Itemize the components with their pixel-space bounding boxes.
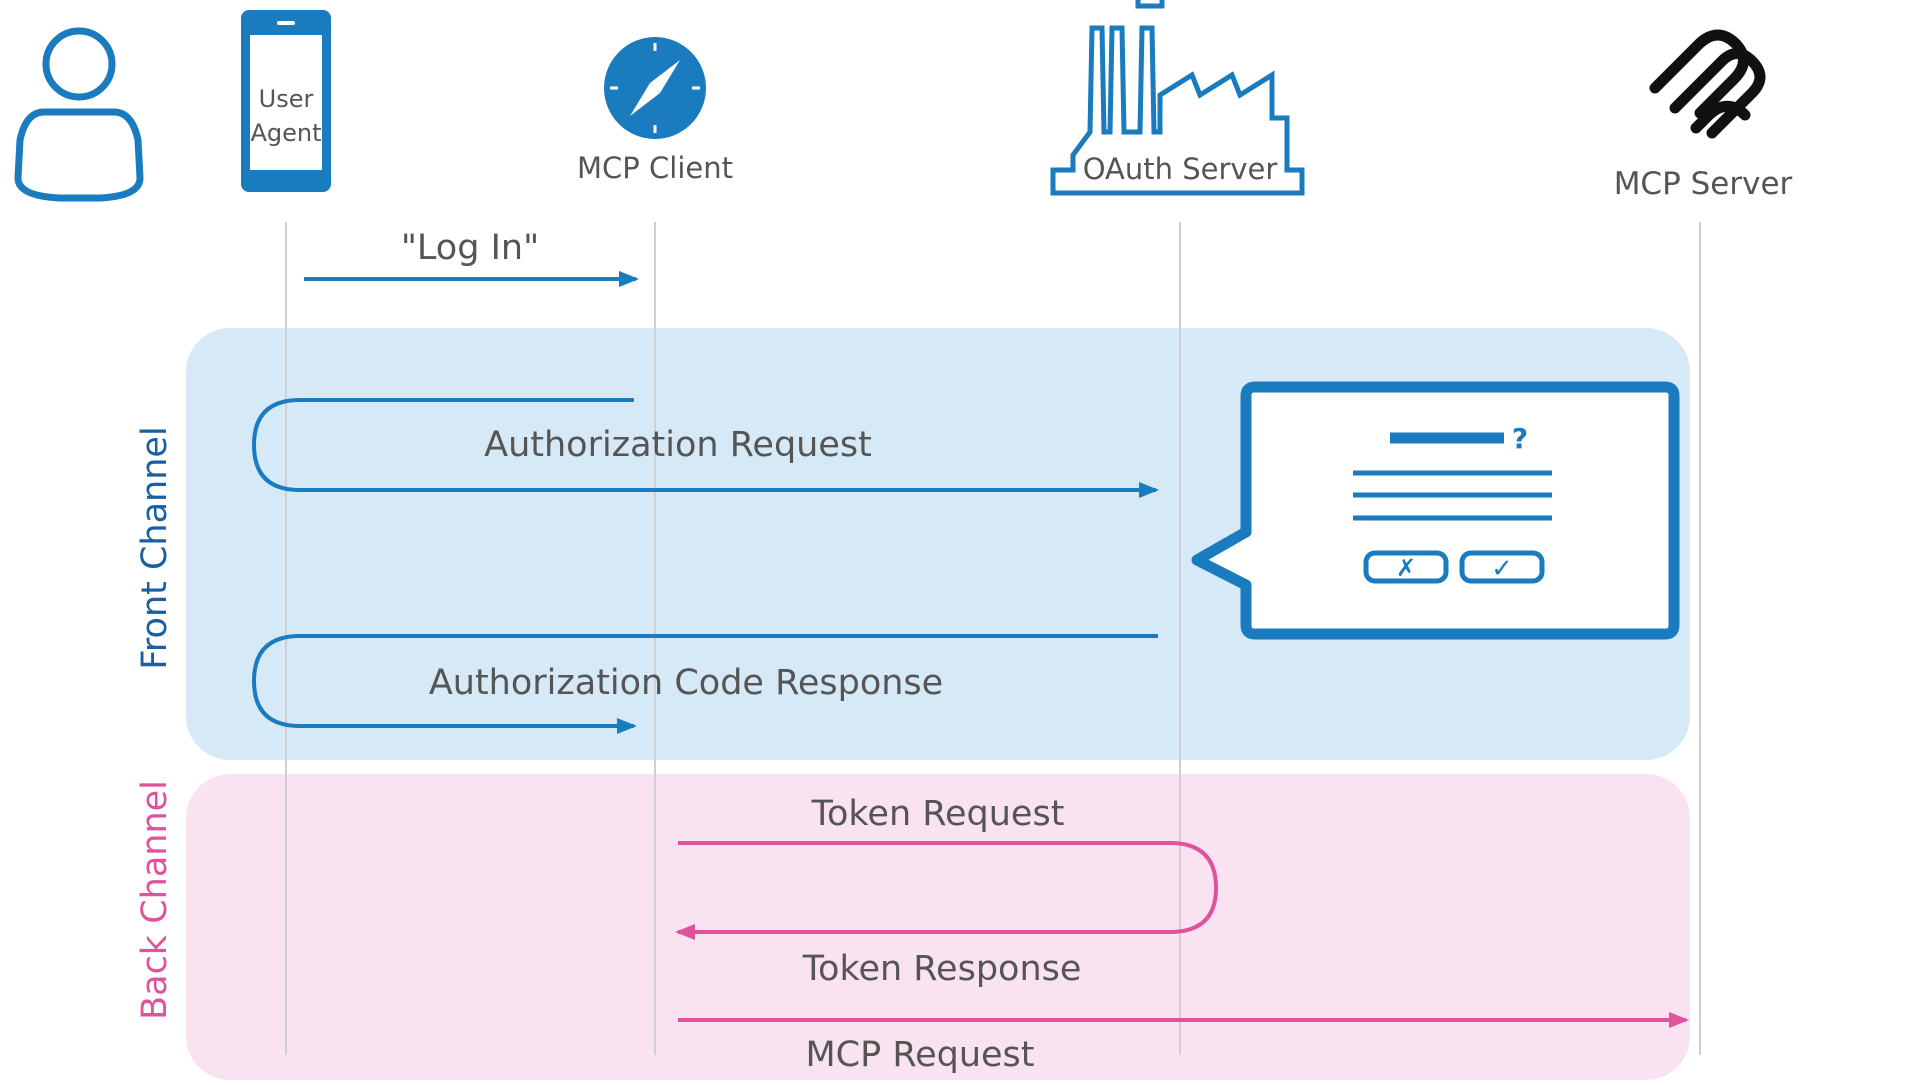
- mcp-logo-icon: [1649, 29, 1766, 139]
- back-channel-label: Back Channel: [135, 780, 175, 1020]
- person-icon: [14, 27, 144, 202]
- front-channel-label: Front Channel: [135, 426, 175, 669]
- back-channel-band: [186, 774, 1690, 1080]
- user-agent-label-line1: User: [259, 85, 314, 113]
- oauth-server-label: OAuth Server: [1083, 152, 1278, 186]
- compass-icon: [604, 37, 706, 139]
- mcp-request-label: MCP Request: [805, 1035, 1034, 1075]
- approve-icon: ✓: [1491, 554, 1513, 584]
- token-response-label: Token Response: [802, 949, 1082, 989]
- log-in-message-label: "Log In": [401, 228, 539, 268]
- factory-icon: [1050, 0, 1305, 196]
- mobile-phone-icon: User Agent: [241, 10, 331, 192]
- token-request-response-arrow: [675, 841, 1219, 940]
- authorization-request-label: Authorization Request: [484, 425, 872, 465]
- deny-icon: ✗: [1396, 554, 1416, 582]
- dialog-question-mark: ?: [1512, 422, 1528, 455]
- authorization-request-arrow: [251, 398, 1159, 498]
- user-agent-label-line2: Agent: [250, 119, 321, 147]
- mcp-client-label: MCP Client: [577, 151, 733, 185]
- authorization-code-response-arrow: [251, 634, 1158, 734]
- mcp-server-label: MCP Server: [1614, 166, 1793, 202]
- approve-button[interactable]: [1459, 550, 1545, 584]
- token-request-label: Token Request: [811, 794, 1065, 834]
- consent-dialog: ? ✗ ✓: [1191, 381, 1680, 640]
- authorization-code-response-label: Authorization Code Response: [429, 663, 943, 703]
- deny-button[interactable]: [1363, 550, 1449, 584]
